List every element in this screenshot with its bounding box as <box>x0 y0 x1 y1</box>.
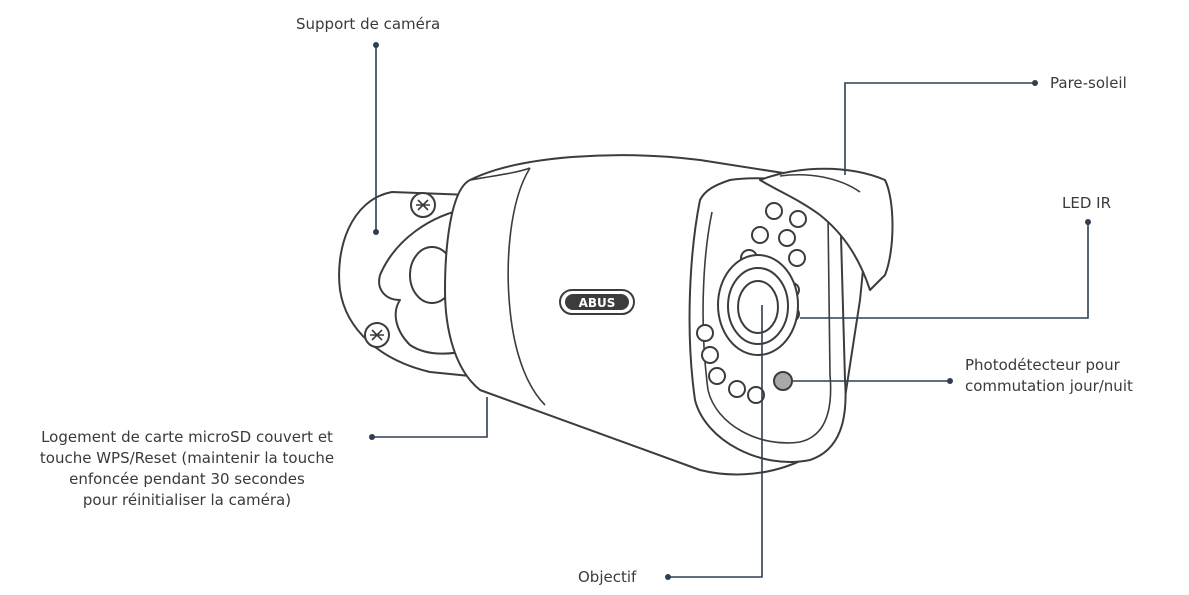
lens <box>717 254 799 356</box>
label-logement: Logement de carte microSD couvert et tou… <box>8 427 366 511</box>
label-pare-soleil: Pare-soleil <box>1050 74 1127 92</box>
label-logement-line: Logement de carte microSD couvert et <box>41 428 333 446</box>
label-photodetecteur: Photodétecteur pour commutation jour/nui… <box>965 355 1133 397</box>
label-led-ir: LED IR <box>1062 194 1111 212</box>
brand-text: ABUS <box>579 296 616 310</box>
screw-icon <box>410 192 436 218</box>
label-logement-line: pour réinitialiser la caméra) <box>82 491 292 509</box>
screw-icon <box>364 322 390 348</box>
camera-housing: ABUS <box>444 154 894 476</box>
label-logement-line: enfoncée pendant 30 secondes <box>69 470 305 488</box>
label-photodetecteur-line: Photodétecteur pour <box>965 356 1120 374</box>
label-photodetecteur-line: commutation jour/nuit <box>965 377 1133 395</box>
leader-lines <box>369 42 1091 580</box>
sun-shield <box>759 167 894 291</box>
brand-logo: ABUS <box>559 289 635 315</box>
label-objectif: Objectif <box>578 568 637 586</box>
label-support: Support de caméra <box>296 15 441 33</box>
label-logement-line: touche WPS/Reset (maintenir la touche <box>39 449 335 467</box>
photodetector <box>773 371 793 391</box>
